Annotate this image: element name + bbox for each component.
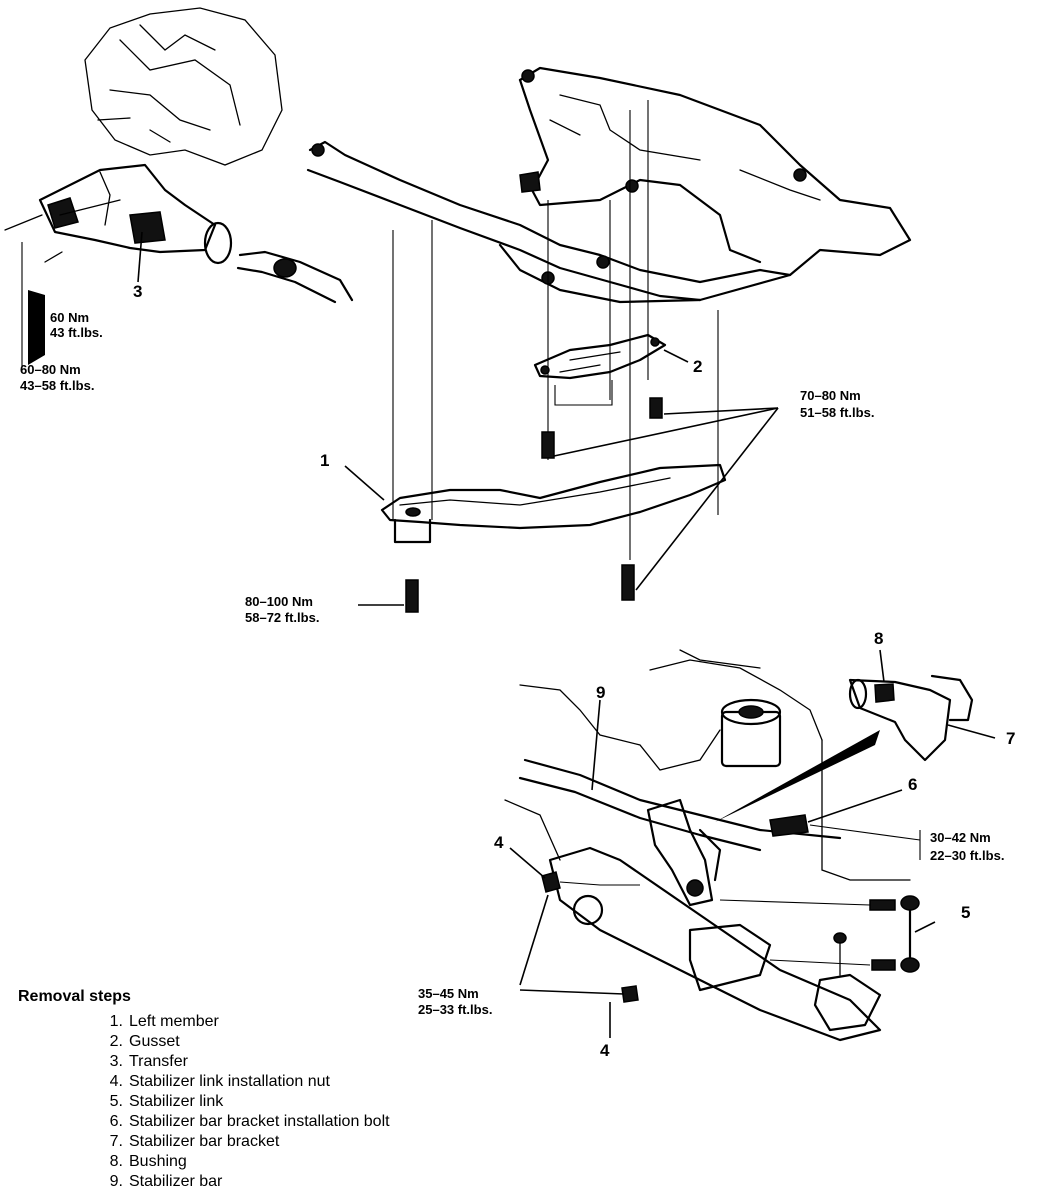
torque-ftlbs: 43 ft.lbs. <box>50 325 103 340</box>
list-item: 2. Gusset <box>95 1032 390 1052</box>
torque-link-nut: 35–45 Nm 25–33 ft.lbs. <box>418 986 492 1017</box>
list-item: 6. Stabilizer bar bracket installation bo… <box>95 1112 390 1132</box>
list-item: 8. Bushing <box>95 1152 390 1172</box>
lower-arm <box>548 846 882 1042</box>
gusset <box>533 333 667 406</box>
gusset-bolts <box>541 397 663 601</box>
torque-member-bolt: 80–100 Nm 58–72 ft.lbs. <box>245 594 319 625</box>
callout-8: 8 <box>874 629 883 648</box>
step-text: Bushing <box>129 1153 187 1170</box>
pointer-wedge <box>715 730 880 822</box>
step-number: 1. <box>109 1013 123 1030</box>
torque-ftlbs: 25–33 ft.lbs. <box>418 1002 492 1017</box>
callout-2: 2 <box>693 357 702 376</box>
step-text: Stabilizer bar bracket <box>129 1133 280 1150</box>
callout-9: 9 <box>596 683 605 702</box>
bushing <box>720 698 782 768</box>
step-text: Gusset <box>129 1033 180 1050</box>
torque-nm: 60 Nm <box>50 310 89 325</box>
list-item: 5. Stabilizer link <box>95 1092 390 1112</box>
member-bolt <box>358 579 419 613</box>
transfer-unit <box>4 163 354 304</box>
step-text: Transfer <box>129 1053 188 1070</box>
assembly-guide-lines <box>392 100 719 560</box>
callout-7: 7 <box>1006 729 1015 748</box>
torque-ftlbs: 51–58 ft.lbs. <box>800 405 874 420</box>
step-number: 8. <box>109 1153 123 1170</box>
step-text: Stabilizer link <box>129 1093 224 1110</box>
callout-4-lower: 4 <box>600 1041 610 1060</box>
callout-4-upper: 4 <box>494 833 504 852</box>
list-item: 1. Left member <box>95 1012 390 1032</box>
torque-transfer-upper: 60 Nm 43 ft.lbs. <box>50 310 103 340</box>
lower-leader-lines <box>509 649 996 1038</box>
list-item: 3. Transfer <box>95 1052 390 1072</box>
crossmember-frame <box>306 66 912 304</box>
removal-steps-title: Removal steps <box>18 988 131 1005</box>
stabilizer-link <box>719 895 920 973</box>
callout-3: 3 <box>133 282 142 301</box>
step-number: 3. <box>109 1053 123 1070</box>
upper-leader-lines <box>344 349 779 591</box>
callout-5: 5 <box>961 903 970 922</box>
torque-nm: 60–80 Nm <box>20 362 81 377</box>
step-number: 2. <box>109 1033 123 1050</box>
list-item: 9. Stabilizer bar <box>95 1172 390 1192</box>
callout-1: 1 <box>320 451 329 470</box>
left-member <box>380 463 727 544</box>
bracket-bolt <box>769 814 921 860</box>
torque-ftlbs: 58–72 ft.lbs. <box>245 610 319 625</box>
torque-gusset-bolts: 70–80 Nm 51–58 ft.lbs. <box>800 388 874 420</box>
step-text: Stabilizer link installation nut <box>129 1073 330 1090</box>
torque-transfer-lower: 60–80 Nm 43–58 ft.lbs. <box>20 362 94 393</box>
body-outline <box>504 649 911 881</box>
step-text: Stabilizer bar <box>129 1173 223 1190</box>
step-text: Left member <box>129 1013 219 1030</box>
removal-steps: Removal steps 1. Left member 2. Gusset 3. T… <box>18 988 390 1192</box>
stabilizer-bracket-on-frame <box>646 798 722 907</box>
torque-ftlbs: 22–30 ft.lbs. <box>930 848 1004 863</box>
torque-nm: 70–80 Nm <box>800 388 861 403</box>
removal-steps-list: 1. Left member 2. Gusset 3. Transfer 4. Stab… <box>18 1012 390 1192</box>
link-nuts <box>541 871 640 1003</box>
torque-nm: 80–100 Nm <box>245 594 313 609</box>
torque-nm: 35–45 Nm <box>418 986 479 1001</box>
list-item: 4. Stabilizer link installation nut <box>95 1072 390 1092</box>
step-number: 9. <box>109 1173 123 1190</box>
step-number: 5. <box>109 1093 123 1110</box>
callout-6: 6 <box>908 775 917 794</box>
step-number: 7. <box>109 1133 123 1150</box>
step-number: 4. <box>109 1073 123 1090</box>
torque-ftlbs: 43–58 ft.lbs. <box>20 378 94 393</box>
torque-nm: 30–42 Nm <box>930 830 991 845</box>
step-text: Stabilizer bar bracket installation bolt <box>129 1113 390 1130</box>
transfer-torque-bracket <box>21 231 143 372</box>
list-item: 7. Stabilizer bar bracket <box>95 1132 390 1152</box>
gearbox-outline <box>84 7 283 166</box>
stabilizer-bar <box>518 758 842 852</box>
step-number: 6. <box>109 1113 123 1130</box>
detached-bracket <box>848 674 974 762</box>
torque-bracket-bolt: 30–42 Nm 22–30 ft.lbs. <box>930 830 1004 863</box>
